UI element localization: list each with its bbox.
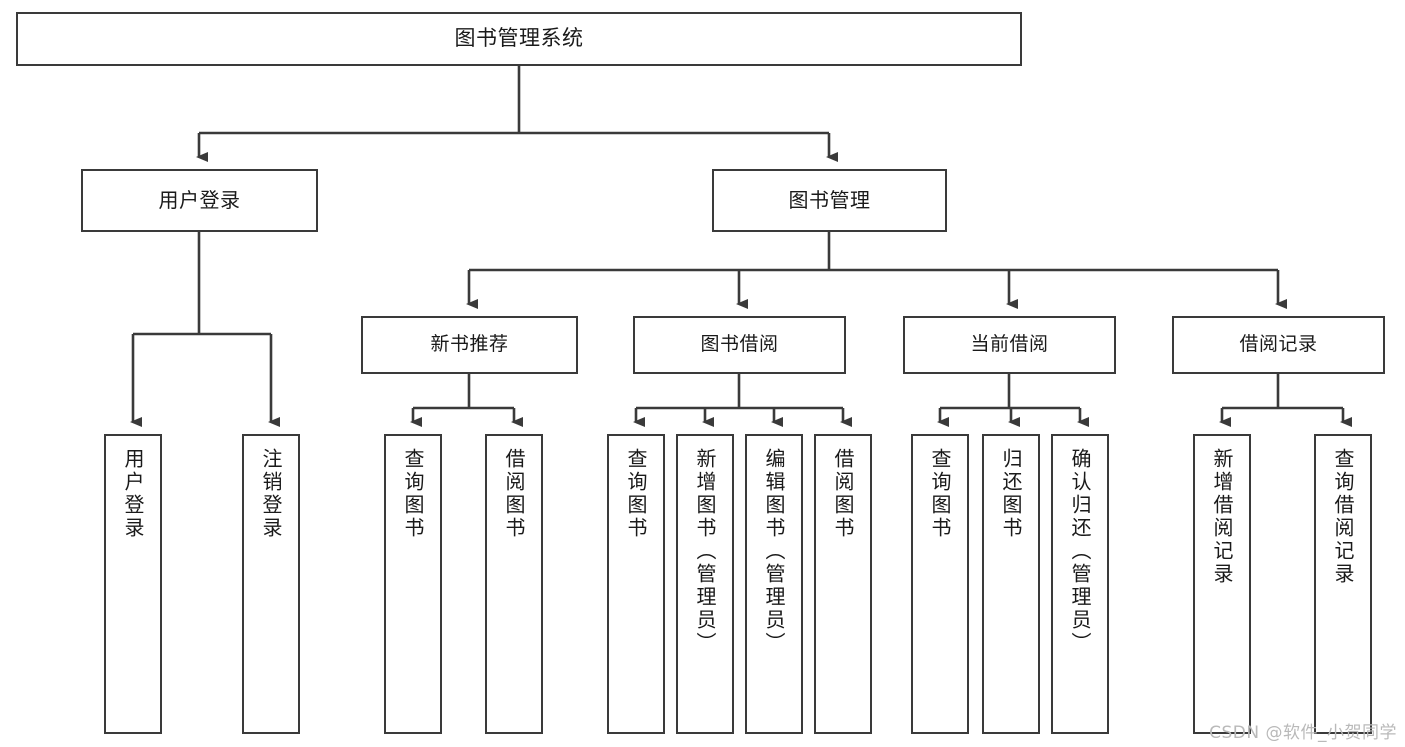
node-root-label: 图书管理系统 bbox=[454, 26, 584, 51]
node-leaf-query-book-2[interactable]: 查询图书 bbox=[607, 434, 665, 734]
node-current-borrow[interactable]: 当前借阅 bbox=[903, 316, 1116, 374]
node-leaf-confirm-return[interactable]: 确认归还（管理员） bbox=[1051, 434, 1109, 734]
node-leaf-confirm-return-label: 确认归还（管理员） bbox=[1068, 448, 1092, 655]
node-leaf-query-record-label: 查询借阅记录 bbox=[1331, 448, 1355, 586]
node-root[interactable]: 图书管理系统 bbox=[16, 12, 1022, 66]
node-leaf-return-book-label: 归还图书 bbox=[999, 448, 1023, 540]
csdn-watermark: CSDN @软件_小贺同学 bbox=[1209, 723, 1397, 743]
node-leaf-borrow-book-2-label: 借阅图书 bbox=[831, 448, 855, 540]
node-leaf-user-login-label: 用户登录 bbox=[121, 448, 145, 540]
node-leaf-query-book-3-label: 查询图书 bbox=[928, 448, 952, 540]
node-leaf-query-book-1[interactable]: 查询图书 bbox=[384, 434, 442, 734]
node-book-manage-label: 图书管理 bbox=[788, 188, 871, 213]
node-new-book-rec[interactable]: 新书推荐 bbox=[361, 316, 578, 374]
node-leaf-add-book[interactable]: 新增图书（管理员） bbox=[676, 434, 734, 734]
node-user-login[interactable]: 用户登录 bbox=[81, 169, 318, 232]
node-user-login-label: 用户登录 bbox=[158, 188, 241, 213]
node-leaf-edit-book-label: 编辑图书（管理员） bbox=[762, 448, 786, 655]
node-leaf-edit-book[interactable]: 编辑图书（管理员） bbox=[745, 434, 803, 734]
node-leaf-query-book-3[interactable]: 查询图书 bbox=[911, 434, 969, 734]
node-borrow-record[interactable]: 借阅记录 bbox=[1172, 316, 1385, 374]
node-book-borrow[interactable]: 图书借阅 bbox=[633, 316, 846, 374]
node-book-borrow-label: 图书借阅 bbox=[700, 333, 779, 356]
node-leaf-query-book-2-label: 查询图书 bbox=[624, 448, 648, 540]
node-leaf-borrow-book-1-label: 借阅图书 bbox=[502, 448, 526, 540]
node-leaf-user-logout[interactable]: 注销登录 bbox=[242, 434, 300, 734]
node-leaf-user-login[interactable]: 用户登录 bbox=[104, 434, 162, 734]
node-current-borrow-label: 当前借阅 bbox=[970, 333, 1049, 356]
node-leaf-add-record-label: 新增借阅记录 bbox=[1210, 448, 1234, 586]
node-leaf-borrow-book-2[interactable]: 借阅图书 bbox=[814, 434, 872, 734]
node-borrow-record-label: 借阅记录 bbox=[1239, 333, 1318, 356]
node-leaf-user-logout-label: 注销登录 bbox=[259, 448, 283, 540]
node-leaf-return-book[interactable]: 归还图书 bbox=[982, 434, 1040, 734]
node-leaf-query-book-1-label: 查询图书 bbox=[401, 448, 425, 540]
node-leaf-borrow-book-1[interactable]: 借阅图书 bbox=[485, 434, 543, 734]
node-leaf-add-book-label: 新增图书（管理员） bbox=[693, 448, 717, 655]
node-new-book-rec-label: 新书推荐 bbox=[430, 333, 509, 356]
node-leaf-add-record[interactable]: 新增借阅记录 bbox=[1193, 434, 1251, 734]
node-leaf-query-record[interactable]: 查询借阅记录 bbox=[1314, 434, 1372, 734]
node-book-manage[interactable]: 图书管理 bbox=[712, 169, 947, 232]
